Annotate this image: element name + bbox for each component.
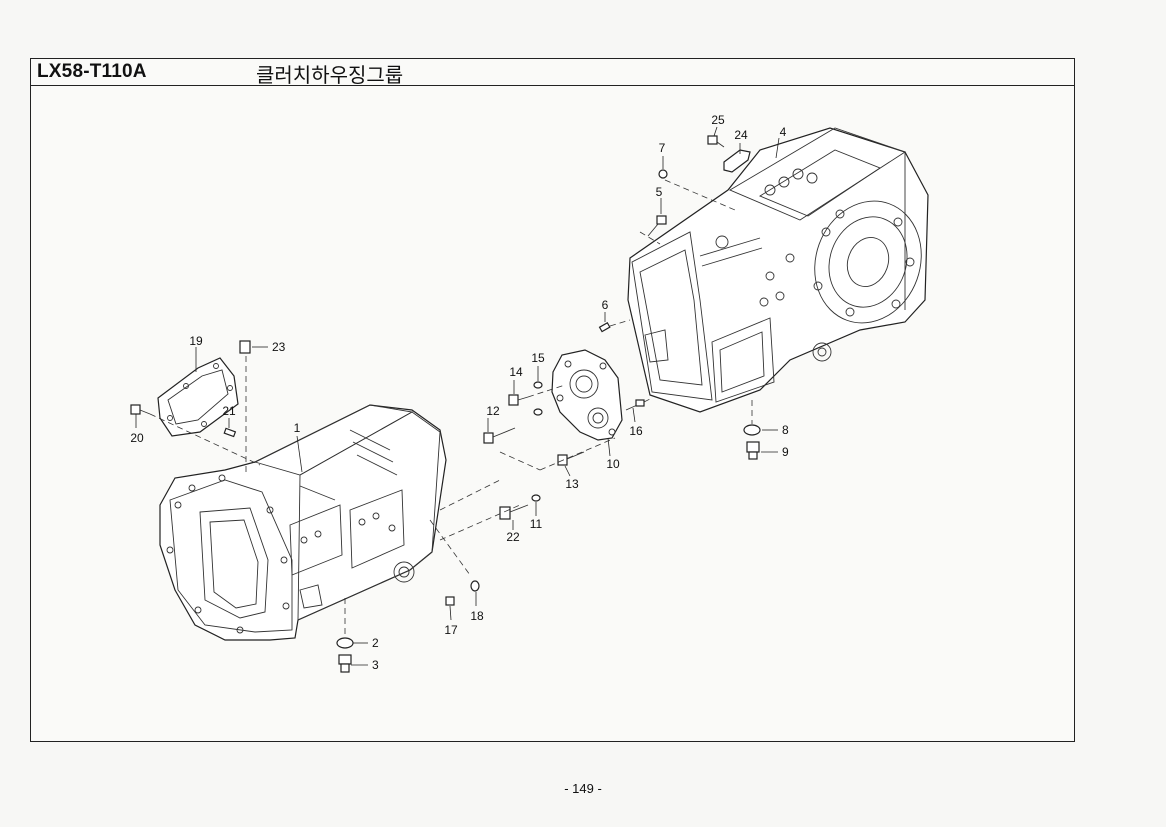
model-code: LX58-T110A	[37, 61, 147, 82]
cover-flange	[551, 349, 623, 441]
callout-13: 13	[565, 477, 579, 491]
gasket-plate	[157, 357, 239, 437]
callout-5: 5	[656, 185, 663, 199]
callout-23: 23	[272, 340, 286, 354]
assembly-lines	[149, 179, 753, 636]
hardware	[130, 135, 761, 673]
callout-12: 12	[486, 404, 500, 418]
callout-20: 20	[130, 431, 144, 445]
callout-labels: 1 2 3 4 5 6 7 8 9 10 11 12 13 14 15 16 1…	[130, 113, 789, 672]
page-number: - 149 -	[564, 781, 602, 796]
callout-19: 19	[189, 334, 203, 348]
callout-15: 15	[531, 351, 545, 365]
callout-1: 1	[294, 421, 301, 435]
callout-11: 11	[530, 517, 543, 531]
callout-10: 10	[606, 457, 620, 471]
callout-17: 17	[444, 623, 458, 637]
callout-7: 7	[659, 141, 666, 155]
callout-6: 6	[602, 298, 609, 312]
callout-21: 21	[222, 404, 236, 418]
callout-14: 14	[509, 365, 523, 379]
clutch-housing	[159, 404, 447, 641]
callout-9: 9	[782, 445, 789, 459]
callout-18: 18	[470, 609, 484, 623]
callout-24: 24	[734, 128, 748, 142]
callout-16: 16	[629, 424, 643, 438]
title-bar: LX58-T110A 클러치하우징그룹	[31, 59, 1074, 87]
callout-22: 22	[506, 530, 520, 544]
callout-25: 25	[711, 113, 725, 127]
group-title: 클러치하우징그룹	[256, 63, 404, 87]
transmission-case	[627, 127, 929, 413]
callout-8: 8	[782, 423, 789, 437]
callout-leaders	[135, 126, 780, 666]
callout-2: 2	[372, 636, 379, 650]
callout-4: 4	[780, 125, 787, 139]
callout-3: 3	[372, 658, 379, 672]
